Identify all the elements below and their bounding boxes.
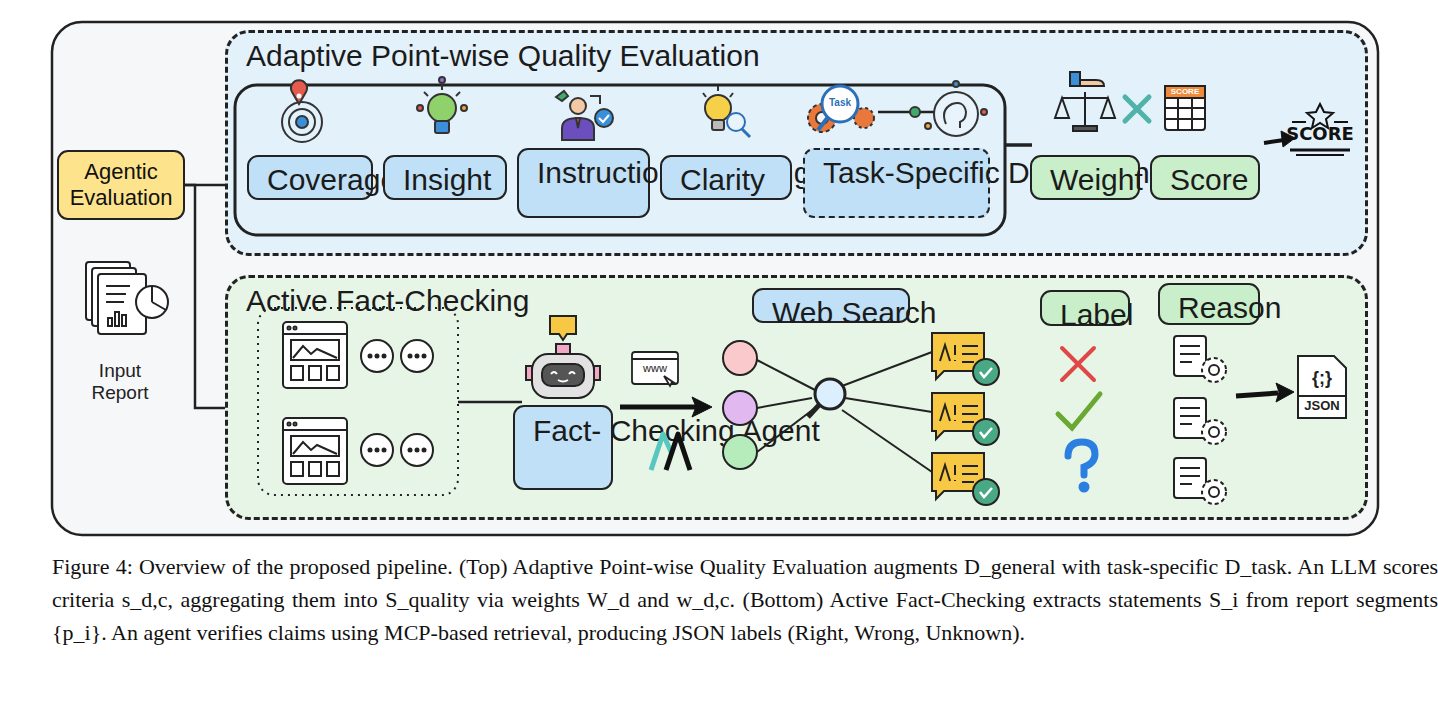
node-label: Weight [1050,163,1143,197]
node-label: Score [1170,163,1248,197]
score-badge-text: SCORE [1284,124,1356,145]
bracket-connector [185,185,225,408]
stage-panel: Active Fact-CheckingFact- Checking Agent… [225,275,1368,520]
criterion-box: Task-Specific Dimension [803,148,990,218]
node-label: Agentic Evaluation [63,159,179,212]
criterion-box: Clarity [660,155,792,200]
node-label: Fact- Checking Agent [533,413,820,449]
node-label: Insight [403,163,491,198]
score-box: Score [1150,155,1260,200]
icon-text: JSON [1298,399,1346,414]
outer-frame-rect [52,22,1378,535]
icon-text: www [634,362,676,375]
node-label: Coverage [267,163,397,198]
node-label: Active Fact-Checking [246,284,529,318]
criterion-box: Coverage [247,155,373,200]
agent-box: Fact- Checking Agent [513,405,613,490]
output-field-box: Label [1040,290,1130,326]
stage-panel: Adaptive Point-wise Quality EvaluationCo… [225,30,1368,256]
input-label: Input Report [82,360,158,404]
node-label: Reason [1178,291,1281,325]
node-label: Label [1060,298,1133,332]
bracket-connector [185,184,225,187]
input-report-icon [86,262,168,334]
icon-text: SCORE [1165,87,1205,96]
node-label: Adaptive Point-wise Quality Evaluation [246,39,760,73]
output-field-box: Reason [1158,283,1260,325]
weight-box: Weight [1030,155,1140,200]
figure-caption: Figure 4: Overview of the proposed pipel… [52,550,1438,649]
criterion-box: Instruction -following [517,148,650,218]
entry-box: Agentic Evaluation [57,150,185,220]
icon-text: Task [820,97,860,109]
tool-box: Web Search [752,288,910,323]
node-label: Web Search [772,296,937,331]
icon-text: {;} [1302,368,1342,389]
node-label: Clarity [680,163,765,198]
criterion-box: Insight [383,155,507,200]
